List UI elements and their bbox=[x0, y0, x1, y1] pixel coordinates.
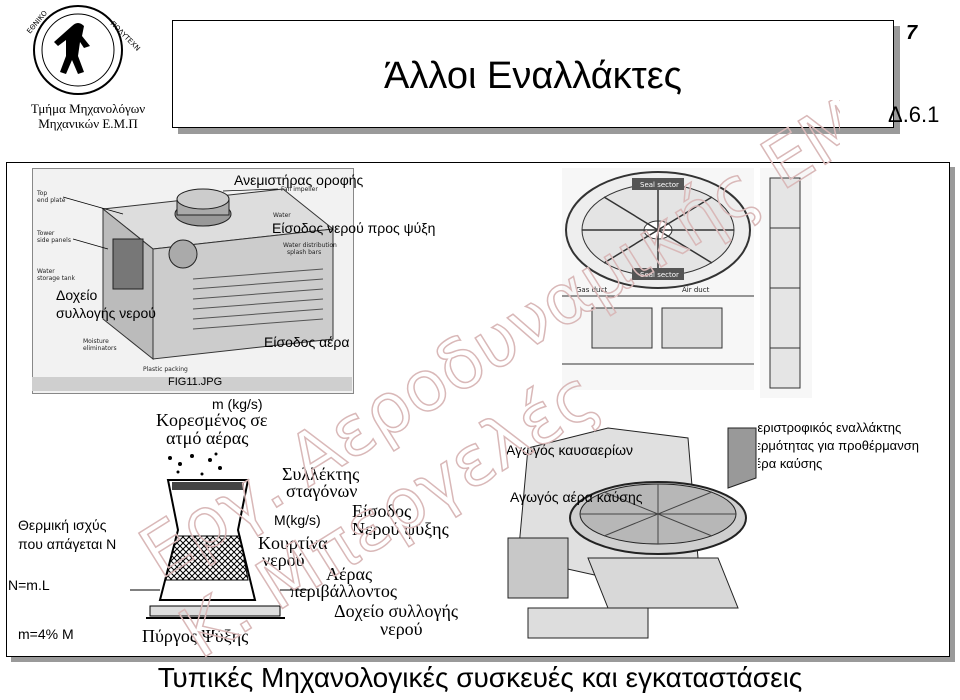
department-line2: Μηχανικών Ε.Μ.Π bbox=[38, 116, 138, 131]
label-tower-name: Πύργος Ψύξης bbox=[142, 626, 249, 646]
label-roof-fan: Ανεμιστήρας οροφής bbox=[234, 172, 364, 188]
seal-sector-label-top: Seal sector bbox=[640, 181, 679, 189]
photo-caption: FIG11.JPG bbox=[168, 376, 223, 388]
label-cooling-water-1: Είσοδος bbox=[352, 501, 412, 521]
title-box: Άλλοι Εναλλάκτες bbox=[172, 20, 894, 128]
svg-text:Plastic packing: Plastic packing bbox=[143, 366, 188, 373]
label-saturated-air-2: ατμό αέρας bbox=[166, 428, 249, 448]
label-combustion-air-duct: Αγωγός αέρα καύσης bbox=[510, 489, 643, 505]
gas-duct-label: Gas duct bbox=[576, 286, 607, 294]
seal-sector-label-bottom: Seal sector bbox=[640, 271, 679, 279]
svg-text:end plate: end plate bbox=[37, 197, 66, 204]
svg-text:Top: Top bbox=[36, 190, 47, 197]
cooling-tower-diagram bbox=[130, 452, 310, 619]
photo-caption-bar bbox=[32, 377, 352, 391]
label-collector-1: Συλλέκτης bbox=[282, 464, 360, 484]
label-tank-line1: Δοχείο bbox=[56, 287, 98, 303]
label-n-eq: N=m.L bbox=[8, 577, 50, 593]
label-tank-2: νερού bbox=[380, 619, 423, 639]
svg-text:Fan impeller: Fan impeller bbox=[281, 186, 318, 193]
rotary-description-1: Περιστροφικός εναλλάκτης bbox=[748, 420, 902, 435]
rotary-exchanger-side-strip bbox=[760, 168, 812, 398]
footer-text: Τυπικές Μηχανολογικές συσκευές και εγκατ… bbox=[157, 662, 803, 693]
rotary-description-3: αέρα καύσης bbox=[748, 456, 823, 471]
ntua-logo: ΕΘΝΙΚΟ ΠΟΛΥΤΕΧΝ bbox=[25, 5, 142, 95]
section-code: Δ.6.1 bbox=[888, 102, 940, 127]
label-tank-1: Δοχείο συλλογής bbox=[334, 601, 459, 621]
svg-text:eliminators: eliminators bbox=[83, 345, 117, 352]
svg-text:Water distribution: Water distribution bbox=[283, 242, 337, 249]
label-ambient-1: Αέρας bbox=[326, 564, 373, 584]
label-curtain-1: Κουρτίνα bbox=[258, 533, 328, 553]
label-water-mass: M(kg/s) bbox=[274, 512, 321, 528]
label-heat-power-2: που απάγεται Ν bbox=[18, 536, 117, 552]
label-m-pct: m=4% M bbox=[18, 626, 74, 642]
svg-text:Tower: Tower bbox=[36, 230, 55, 237]
page-number: 7 bbox=[906, 22, 918, 44]
department-name: Τμήμα Μηχανολόγων Μηχανικών Ε.Μ.Π bbox=[18, 101, 158, 131]
svg-text:Water: Water bbox=[37, 268, 55, 275]
label-water-inlet: Είσοδος νερού προς ψύξη bbox=[272, 220, 436, 236]
label-curtain-2: νερού bbox=[262, 550, 305, 570]
label-heat-power-1: Θερμική ισχύς bbox=[18, 517, 107, 533]
svg-text:Moisture: Moisture bbox=[83, 338, 109, 345]
label-saturated-air-1: Κορεσμένος σε bbox=[156, 410, 268, 430]
rotary-description-2: θερμότητας για προθέρμανση bbox=[748, 438, 919, 453]
label-flue-gas-duct: Αγωγός καυσαερίων bbox=[506, 442, 633, 458]
rotary-exchanger-3d-drawing bbox=[488, 408, 758, 654]
page-title: Άλλοι Εναλλάκτες bbox=[384, 55, 682, 97]
svg-text:Water: Water bbox=[273, 212, 291, 219]
svg-text:storage tank: storage tank bbox=[37, 275, 76, 282]
label-air-inlet: Είσοδος αέρα bbox=[264, 334, 350, 350]
label-cooling-water-2: Νερού ψύξης bbox=[352, 519, 449, 539]
label-mass-flow: m (kg/s) bbox=[212, 396, 263, 412]
label-ambient-2: περιβάλλοντος bbox=[290, 581, 398, 601]
department-line1: Τμήμα Μηχανολόγων bbox=[30, 101, 146, 116]
svg-text:splash bars: splash bars bbox=[287, 249, 321, 256]
label-tank-line2: συλλογής νερού bbox=[56, 305, 156, 321]
rotary-exchanger-drawing-top: Seal sector Seal sector Gas duct Air duc… bbox=[562, 168, 754, 390]
label-collector-2: σταγόνων bbox=[286, 481, 358, 501]
air-duct-label: Air duct bbox=[682, 286, 710, 294]
svg-text:side panels: side panels bbox=[37, 237, 71, 244]
